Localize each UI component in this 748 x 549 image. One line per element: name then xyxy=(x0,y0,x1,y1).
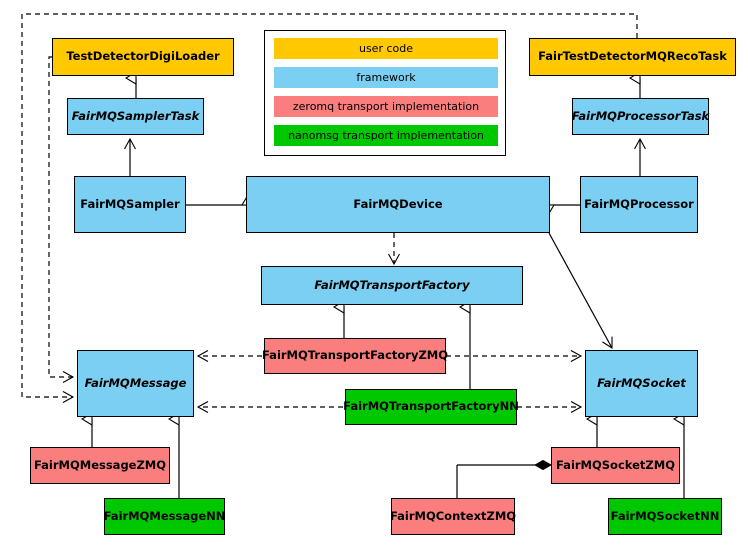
legend-label: nanomsg transport implementation xyxy=(288,129,484,142)
class-label: FairMQProcessor xyxy=(584,196,694,211)
class-box-fairmqsocketnn[interactable]: FairMQSocketNN xyxy=(608,498,722,535)
class-label: FairMQContextZMQ xyxy=(389,508,517,523)
legend-item-zeromq: zeromq transport implementation xyxy=(274,96,498,117)
class-label: FairMQProcessorTask xyxy=(571,108,710,123)
class-label: FairMQMessage xyxy=(84,375,187,390)
class-label: FairTestDetectorMQRecoTask xyxy=(538,49,727,64)
legend-label: framework xyxy=(356,71,416,84)
class-label: FairMQTransportFactoryZMQ xyxy=(262,348,449,363)
legend-item-user-code: user code xyxy=(274,38,498,59)
class-box-fairmqsocket[interactable]: FairMQSocket xyxy=(585,350,698,417)
class-box-fairmqcontextzmq[interactable]: FairMQContextZMQ xyxy=(389,498,517,535)
class-label: FairMQSocket xyxy=(597,375,686,390)
class-box-fairmqtransportfactory[interactable]: FairMQTransportFactory xyxy=(261,266,523,305)
class-box-fairmqmessagenn[interactable]: FairMQMessageNN xyxy=(104,498,225,535)
class-box-testdetectordigiloader[interactable]: TestDetectorDigiLoader xyxy=(52,38,234,76)
edge-socketzmq-composition-contextzmq xyxy=(456,465,551,498)
class-box-fairmqsocketzmq[interactable]: FairMQSocketZMQ xyxy=(551,447,680,484)
edge-digiloader-to-message xyxy=(48,56,75,383)
class-box-fairmqtransportfactoryzmq[interactable]: FairMQTransportFactoryZMQ xyxy=(262,338,449,374)
class-label: FairMQTransportFactoryNN xyxy=(343,399,519,414)
class-label: TestDetectorDigiLoader xyxy=(66,49,220,64)
class-label: FairMQSocketNN xyxy=(610,508,720,523)
legend-item-nanomsg: nanomsg transport implementation xyxy=(274,125,498,146)
edge-device-to-socket xyxy=(548,232,613,350)
class-box-fairmqsampler[interactable]: FairMQSampler xyxy=(74,176,186,233)
legend-label: user code xyxy=(358,42,414,55)
class-label: FairMQTransportFactory xyxy=(314,277,470,292)
class-box-fairmqsamplertask[interactable]: FairMQSamplerTask xyxy=(67,98,204,135)
edge-recotask-to-message xyxy=(21,13,638,403)
legend-item-framework: framework xyxy=(274,67,498,88)
class-box-fairmqdevice[interactable]: FairMQDevice xyxy=(246,176,550,233)
class-box-fairmqmessage[interactable]: FairMQMessage xyxy=(77,350,194,417)
class-box-fairmqprocessor[interactable]: FairMQProcessor xyxy=(580,176,698,233)
class-label: FairMQSampler xyxy=(80,196,180,211)
class-box-fairmqtransportfactorynn[interactable]: FairMQTransportFactoryNN xyxy=(343,389,519,425)
class-box-fairmqprocessortask[interactable]: FairMQProcessorTask xyxy=(572,98,709,135)
legend-panel: user code framework zeromq transport imp… xyxy=(264,30,506,156)
legend-label: zeromq transport implementation xyxy=(292,100,480,113)
class-label: FairMQMessageNN xyxy=(103,508,226,523)
class-box-fairtestdetectormqrecotask[interactable]: FairTestDetectorMQRecoTask xyxy=(529,38,736,76)
class-label: FairMQMessageZMQ xyxy=(33,457,167,472)
class-box-fairmqmessagezmq[interactable]: FairMQMessageZMQ xyxy=(30,447,170,484)
class-label: FairMQDevice xyxy=(353,196,443,211)
class-label: FairMQSocketZMQ xyxy=(556,457,675,472)
class-label: FairMQSamplerTask xyxy=(71,108,200,123)
